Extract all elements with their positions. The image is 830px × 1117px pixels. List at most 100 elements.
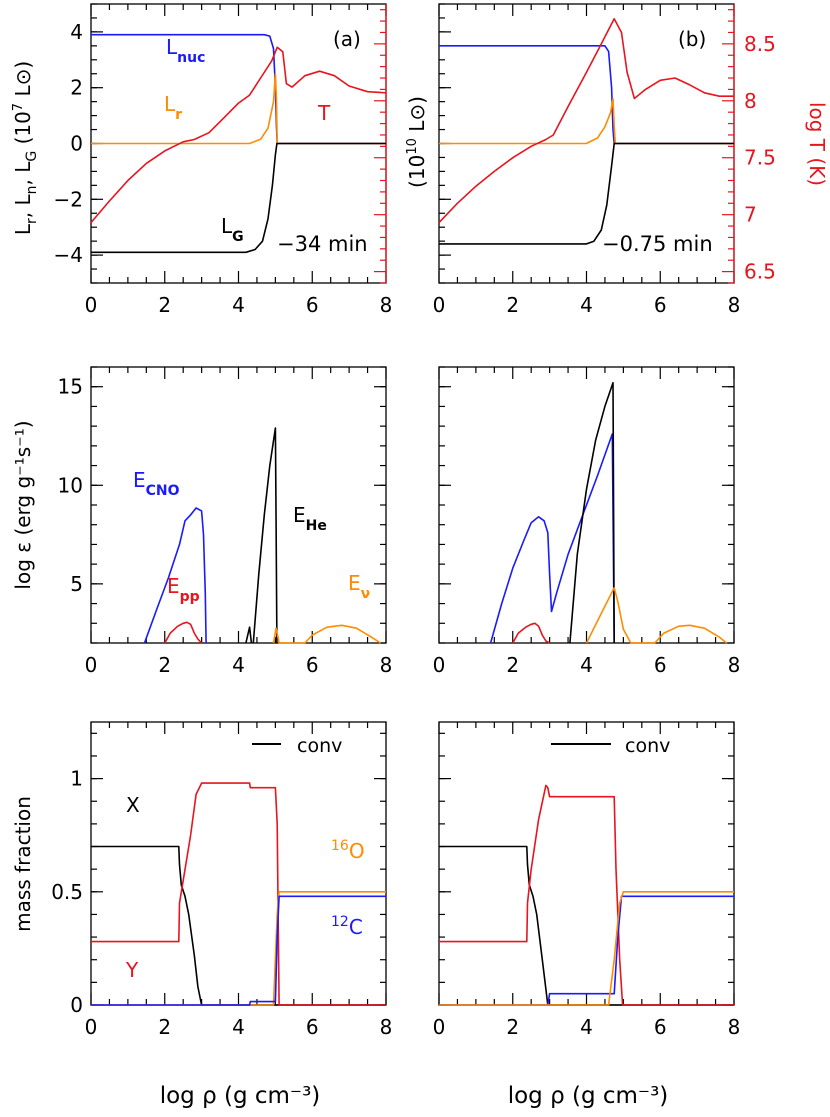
x-tick-label: 2: [506, 653, 519, 677]
x-tick-label: 4: [580, 1015, 593, 1039]
conv-legend-label-a: conv: [297, 735, 342, 757]
x-tick-label: 8: [728, 293, 741, 317]
series-t: [438, 17, 734, 224]
panel-b-time-label: −0.75 min: [602, 232, 713, 256]
y-tick-label: 10: [58, 473, 83, 497]
y-tick-label: 5: [70, 572, 83, 596]
right-y-tick-label: 8.5: [744, 32, 776, 56]
y-tick-label: 1: [70, 767, 83, 791]
y-tick-label: 0: [70, 132, 83, 156]
panel-a-middle-frame: [90, 366, 387, 644]
y-tick-label: 0: [70, 993, 83, 1017]
x-tick-label: 2: [506, 293, 519, 317]
x-tick-label: 8: [728, 653, 741, 677]
series-e-: [272, 624, 381, 644]
y-tick-label: 4: [70, 20, 83, 44]
label-epp: Epp: [167, 574, 200, 605]
panel-a-tag: (a): [333, 27, 361, 51]
ylabel-log-t: log T (K): [805, 102, 829, 186]
xlabel-left: log ρ (g cm⁻³): [160, 1083, 321, 1109]
y-tick-label: −4: [54, 243, 83, 267]
series-e-: [585, 586, 728, 644]
x-tick-label: 6: [654, 653, 667, 677]
x-tick-label: 0: [85, 293, 98, 317]
data-curves: [90, 17, 734, 1006]
series-ecno: [489, 433, 615, 644]
label-y: Y: [125, 958, 139, 982]
ylabel-mass-fraction: mass fraction: [11, 796, 35, 932]
y-tick-label: −2: [54, 187, 83, 211]
label-lg: LG: [221, 214, 244, 245]
ylabel-luminosity-b: (1010 L⊙): [405, 96, 429, 188]
x-tick-label: 0: [433, 653, 446, 677]
x-tick-label: 4: [580, 653, 593, 677]
series-y: [439, 784, 734, 1006]
panel-a-time-label: −34 min: [277, 232, 368, 256]
panel-b-bottom-frame: [438, 721, 735, 1006]
x-tick-label: 2: [158, 293, 171, 317]
series-lnuc: [91, 33, 386, 145]
x-tick-label: 0: [433, 293, 446, 317]
series-t: [90, 46, 387, 224]
series-lr: [439, 98, 734, 145]
label-lr: Lr: [164, 92, 182, 123]
conv-legend-label-b: conv: [625, 735, 670, 757]
series-16o: [91, 890, 386, 1006]
label-ehe: EHe: [293, 503, 327, 534]
series-y: [91, 782, 386, 1006]
x-tick-label: 6: [306, 653, 319, 677]
series-12c: [439, 895, 734, 1006]
label-lnuc: Lnuc: [166, 35, 205, 66]
label-12c: 12C: [331, 914, 363, 939]
series-lg: [439, 142, 734, 245]
series-lg: [91, 142, 386, 254]
x-tick-label: 4: [580, 293, 593, 317]
series-x: [439, 845, 734, 1006]
x-tick-label: 4: [232, 1015, 245, 1039]
x-tick-label: 6: [306, 293, 319, 317]
x-tick-label: 8: [728, 1015, 741, 1039]
x-tick-label: 8: [380, 653, 393, 677]
x-tick-label: 6: [654, 1015, 667, 1039]
label-x: X: [126, 793, 140, 817]
series-12c: [91, 895, 386, 1006]
right-y-tick-label: 8: [744, 89, 757, 113]
x-tick-label: 8: [380, 1015, 393, 1039]
label-t: T: [317, 101, 331, 125]
series-epp: [512, 622, 550, 644]
x-tick-label: 0: [433, 1015, 446, 1039]
x-tick-label: 6: [306, 1015, 319, 1039]
y-tick-label: 2: [70, 76, 83, 100]
right-y-tick-label: 7: [744, 203, 757, 227]
x-tick-label: 2: [506, 1015, 519, 1039]
series-ehe: [569, 381, 616, 644]
label-16o: 16O: [331, 838, 365, 863]
x-tick-label: 4: [232, 653, 245, 677]
series-ehe-blip: [245, 626, 253, 644]
x-tick-label: 0: [85, 1015, 98, 1039]
series-lr: [91, 73, 386, 145]
right-y-tick-label: 7.5: [744, 146, 776, 170]
ylabel-luminosity: Lr, Ln, LG (107 L⊙): [11, 61, 40, 235]
series-ecno: [143, 507, 207, 644]
y-tick-label: 0.5: [51, 880, 83, 904]
x-tick-label: 0: [85, 653, 98, 677]
y-tick-label: 15: [58, 375, 83, 399]
x-tick-label: 4: [232, 293, 245, 317]
x-tick-label: 6: [654, 293, 667, 317]
x-tick-label: 8: [380, 293, 393, 317]
series-lnuc: [439, 44, 734, 145]
series-16o: [439, 890, 734, 1006]
series-ehe: [252, 427, 278, 644]
series-epp: [164, 621, 203, 644]
ylabel-log-epsilon: log ε (erg g⁻¹s⁻¹): [11, 420, 35, 589]
x-tick-label: 2: [158, 1015, 171, 1039]
xlabel-right: log ρ (g cm⁻³): [508, 1083, 669, 1109]
label-enu: Eν: [348, 571, 370, 602]
label-ecno: ECNO: [133, 468, 180, 499]
right-y-tick-label: 6.5: [744, 260, 776, 284]
series-x: [91, 845, 386, 1006]
x-tick-label: 2: [158, 653, 171, 677]
